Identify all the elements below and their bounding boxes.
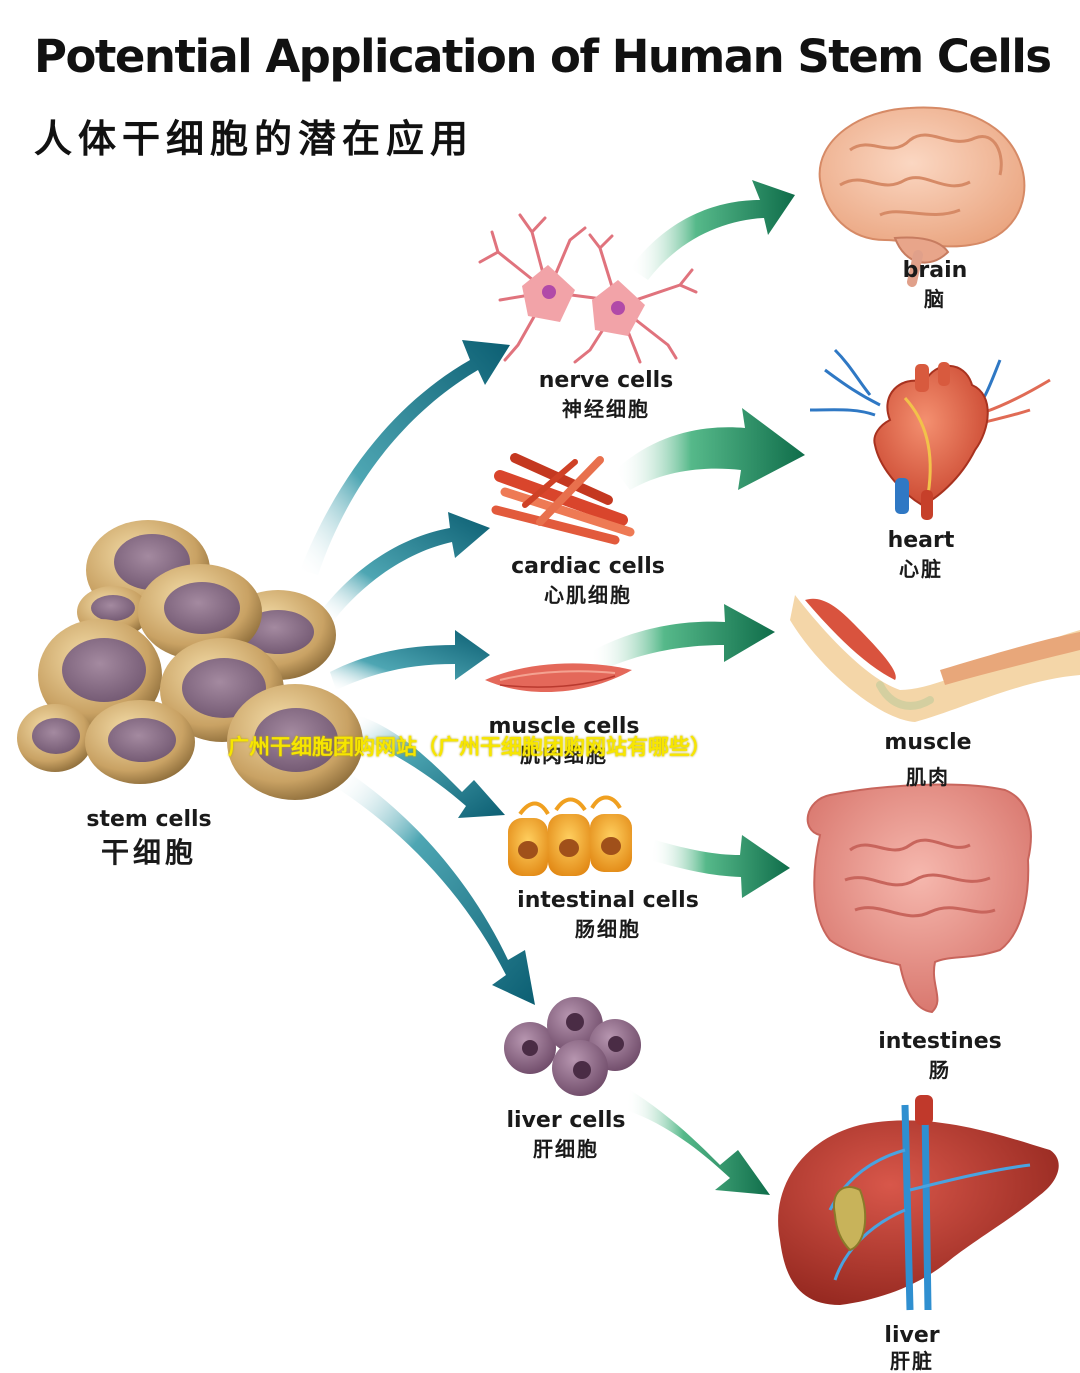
label-cardiac-cells-zh: 心肌细胞 <box>544 583 632 607</box>
muscle-cell-illustration <box>485 663 632 693</box>
heart-illustration <box>809 348 1051 520</box>
watermark-text: 广州干细胞团购网站（广州干细胞团购网站有哪些） <box>228 735 711 759</box>
nerve-cell-bodies <box>522 265 645 336</box>
label-stem-cells-zh: 干细胞 <box>100 836 198 869</box>
label-nerve-cells-zh: 神经细胞 <box>562 397 650 421</box>
arrow-to-liver-cells <box>340 770 535 1005</box>
arrow-to-muscle <box>590 604 775 672</box>
label-intestines-zh: 肠 <box>928 1058 951 1082</box>
intestinal-cells-illustration <box>508 795 632 876</box>
arrow-to-heart <box>615 408 805 490</box>
label-cardiac-cells-en: cardiac cells <box>511 554 665 579</box>
label-heart-en: heart <box>887 528 955 553</box>
label-liver-cells-en: liver cells <box>506 1108 626 1133</box>
label-cardiac-cells: cardiac cells 心肌细胞 <box>511 553 665 609</box>
label-liver: liver 肝脏 <box>884 1322 939 1372</box>
label-intestines: intestines 肠 <box>878 1028 1001 1084</box>
label-muscle-en: muscle <box>884 730 972 755</box>
label-intestines-en: intestines <box>878 1029 1002 1054</box>
label-stem-cells: stem cells 干细胞 <box>86 806 211 872</box>
intestines-illustration <box>806 783 1032 1014</box>
label-muscle-cells-en: muscle cells <box>488 714 640 739</box>
label-stem-cells-en: stem cells <box>86 807 212 832</box>
muscle-illustration <box>790 595 1080 722</box>
liver-illustration <box>778 1095 1059 1311</box>
arrow-to-brain <box>630 180 795 280</box>
label-intestinal-cells: intestinal cells 肠细胞 <box>517 887 699 943</box>
label-liver-cells: liver cells 肝细胞 <box>507 1107 626 1163</box>
label-nerve-cells-en: nerve cells <box>538 368 674 393</box>
stem-cells-cluster <box>17 520 363 800</box>
arrow-to-intestinal-cells <box>356 716 505 818</box>
label-liver-cells-zh: 肝细胞 <box>533 1137 599 1161</box>
label-muscle: muscle 肌肉 <box>884 729 971 791</box>
title-english: Potential Application of Human Stem Cell… <box>34 30 1052 83</box>
brain-illustration <box>818 106 1026 287</box>
arrow-to-intestines <box>650 835 790 898</box>
label-liver-zh: 肝脏 <box>889 1349 934 1373</box>
label-muscle-cells-zh: 肌肉细胞 <box>519 743 608 767</box>
label-brain-en: brain <box>902 258 968 283</box>
arrow-to-muscle-cells <box>330 630 490 690</box>
label-muscle-cells: muscle cells 肌肉细胞 <box>489 713 640 769</box>
label-intestinal-cells-zh: 肠细胞 <box>574 917 641 941</box>
label-muscle-zh: 肌肉 <box>906 765 950 789</box>
liver-cells-illustration <box>504 997 641 1096</box>
title-chinese: 人体干细胞的潜在应用 <box>34 117 475 161</box>
label-heart: heart 心脏 <box>888 527 955 583</box>
arrow-to-nerve-cells <box>300 340 510 575</box>
arrow-to-liver <box>626 1090 770 1195</box>
label-heart-zh: 心脏 <box>898 557 943 581</box>
label-brain: brain 脑 <box>903 257 968 313</box>
label-intestinal-cells-en: intestinal cells <box>517 888 699 913</box>
arrow-to-cardiac-cells <box>320 512 490 620</box>
label-brain-zh: 脑 <box>924 287 946 311</box>
cardiac-cells-illustration <box>491 453 635 545</box>
label-liver-en: liver <box>884 1323 940 1348</box>
label-nerve-cells: nerve cells 神经细胞 <box>539 367 674 423</box>
